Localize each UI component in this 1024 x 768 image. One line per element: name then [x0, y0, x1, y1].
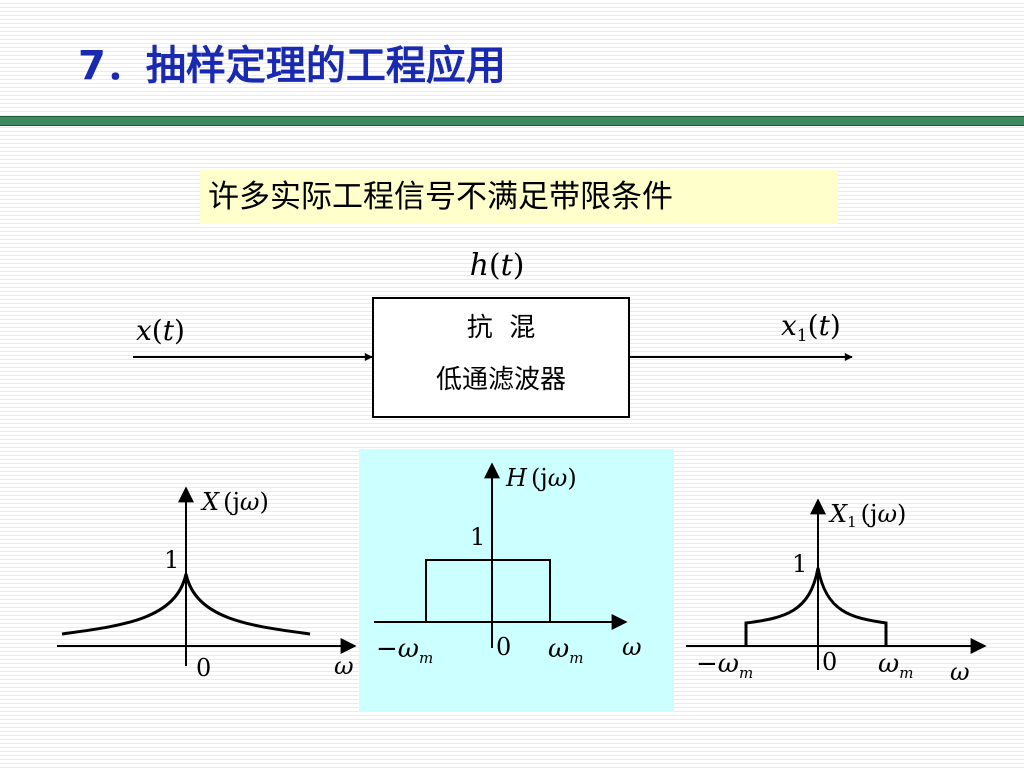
input-spectrum-curve	[61, 573, 311, 636]
output-spectrum-axis-label: ω	[950, 658, 970, 686]
filter-response-neg-cutoff-label: −ωm	[376, 634, 433, 667]
output-spectrum-neg-cutoff-label: −ωm	[696, 649, 753, 682]
output-spectrum-label: X1(jω)	[828, 500, 906, 531]
output-spectrum-curve	[744, 567, 888, 646]
input-signal-label: x(t)	[136, 314, 185, 347]
output-spectrum-plot: X1(jω) 1 0 −ωm ωm ω	[686, 498, 987, 686]
filter-response-origin-label: 0	[496, 633, 511, 661]
filter-response-pos-cutoff-label: ωm	[548, 634, 583, 667]
filter-label-line2: 低通滤波器	[436, 365, 566, 395]
input-spectrum-label: X(jω)	[200, 488, 269, 516]
filter-response-gain-label: 1	[470, 523, 485, 551]
output-spectrum-origin-label: 0	[822, 648, 837, 676]
filter-response-label: H(jω)	[505, 464, 577, 492]
filter-response-axis-label: ω	[622, 633, 642, 661]
impulse-response-label: h(t)	[470, 248, 525, 283]
filter-response-plot: H(jω) 1 0 −ωm ωm ω	[374, 462, 642, 667]
output-spectrum-peak-label: 1	[792, 550, 807, 578]
filter-response-passband	[425, 559, 551, 623]
input-spectrum-plot: X(jω) 1 0 ω	[57, 486, 357, 682]
input-spectrum-peak-label: 1	[164, 546, 179, 574]
output-spectrum-pos-cutoff-label: ωm	[878, 649, 913, 682]
filter-label-line1: 抗 混	[467, 313, 536, 343]
input-spectrum-origin-label: 0	[196, 654, 211, 682]
callout-box: 许多实际工程信号不满足带限条件	[200, 170, 837, 224]
slide-title: 7．抽样定理的工程应用	[78, 43, 506, 89]
input-spectrum-axis-label: ω	[334, 652, 354, 680]
output-signal-label: x1(t)	[781, 309, 841, 346]
block-diagram: h(t) x(t) 抗 混 低通滤波器 x1(t)	[133, 248, 853, 418]
title-divider	[0, 116, 1024, 126]
filter-response-panel	[359, 449, 674, 712]
